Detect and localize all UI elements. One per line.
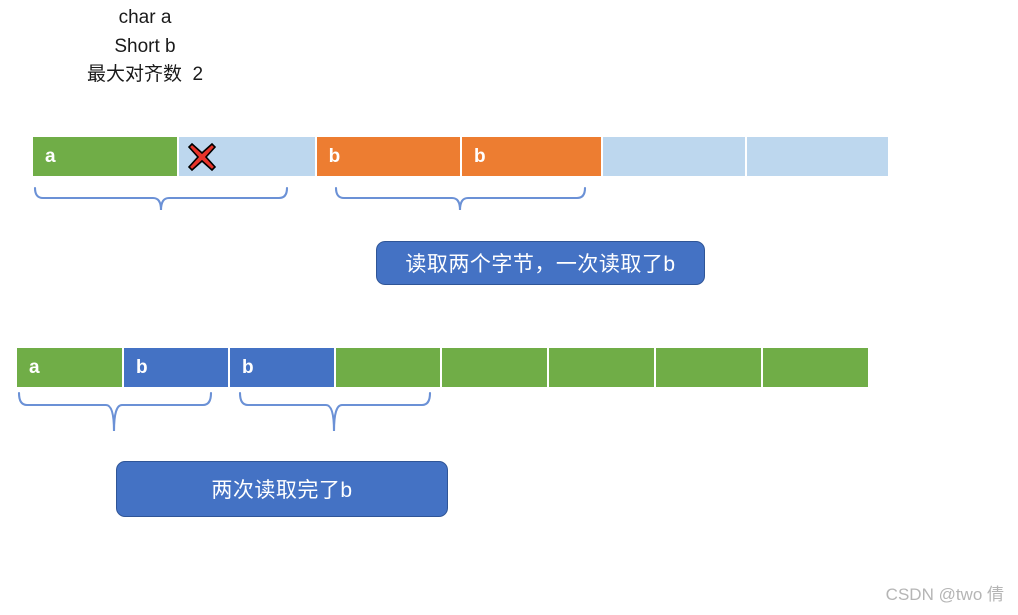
read-bracket-row2-first xyxy=(17,391,213,435)
memory-cell-label: a xyxy=(29,356,40,378)
memory-cell-label: b xyxy=(474,145,486,167)
callout-row1: 读取两个字节，一次读取了b xyxy=(376,241,705,285)
callout-row2: 两次读取完了b xyxy=(116,461,448,517)
memory-cell-b-low: b xyxy=(316,137,460,176)
memory-cell-empty-5 xyxy=(763,348,868,387)
legend-block: char a Short b 最大对齐数 2 xyxy=(0,4,290,90)
memory-cell-empty-1 xyxy=(336,348,440,387)
callout-text: 两次读取完了b xyxy=(211,479,353,502)
memory-cell-label: b xyxy=(242,356,254,378)
read-bracket-row2-second xyxy=(238,391,432,435)
red-x-icon xyxy=(187,142,217,172)
memory-cell-empty-3 xyxy=(549,348,654,387)
memory-cell-a: a xyxy=(33,137,178,176)
memory-cell-empty-4 xyxy=(656,348,761,387)
legend-line-short-b: Short b xyxy=(114,35,176,57)
read-bracket-row1-first xyxy=(33,186,289,212)
memory-cell-empty-2 xyxy=(442,348,547,387)
memory-cell-padding xyxy=(179,137,315,176)
memory-cell-label: b xyxy=(136,356,148,378)
legend-line-char-a: char a xyxy=(118,7,172,28)
memory-cell-empty-1 xyxy=(603,137,745,176)
unaligned-memory-bar: a b b xyxy=(33,137,888,176)
memory-cell-a: a xyxy=(17,348,122,387)
memory-cell-b-low: b xyxy=(124,348,228,387)
callout-text: 读取两个字节，一次读取了b xyxy=(405,253,676,276)
memory-cell-empty-2 xyxy=(746,137,888,176)
memory-cell-b-high: b xyxy=(462,137,602,176)
memory-cell-label: a xyxy=(45,145,56,167)
legend-line-max-align: 最大对齐数 2 xyxy=(86,64,204,85)
memory-cell-label: b xyxy=(328,145,341,167)
memory-cell-b-high: b xyxy=(230,348,334,387)
watermark: CSDN @two 倩 xyxy=(885,585,1004,604)
aligned-memory-bar: a b b xyxy=(17,348,870,387)
read-bracket-row1-second xyxy=(334,186,587,212)
